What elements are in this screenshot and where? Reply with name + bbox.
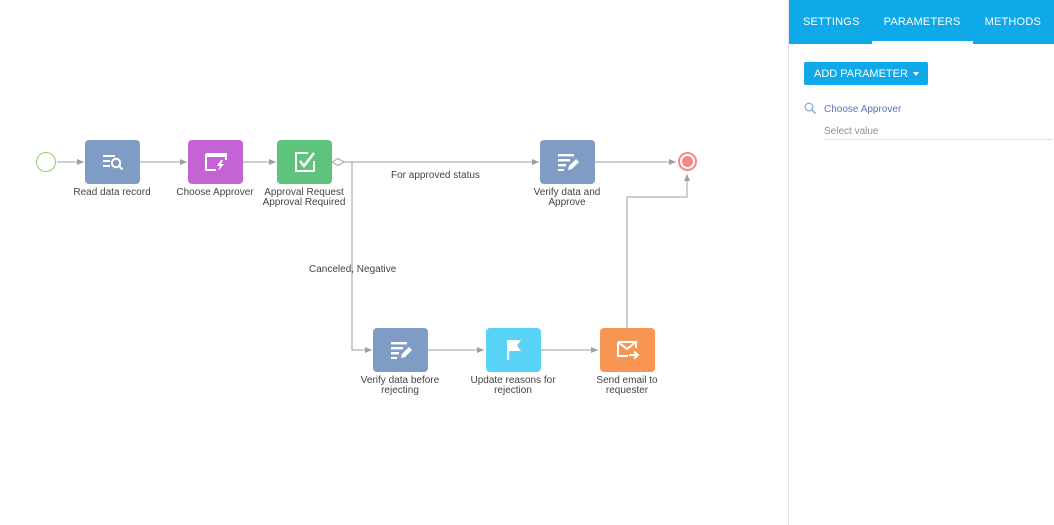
edit-page-icon [389, 340, 413, 360]
node-verify-reject[interactable] [373, 328, 428, 372]
edit-page-icon [556, 152, 580, 172]
parameter-name-choose-approver[interactable]: Choose Approver [824, 104, 902, 115]
flow-label-rejected[interactable]: Canceled, Negative [309, 264, 397, 275]
caption-line: rejecting [381, 385, 419, 396]
end-event[interactable] [678, 152, 697, 171]
parameter-value-input[interactable] [824, 124, 1054, 140]
node-verify-approve[interactable] [540, 140, 595, 184]
caption-read-data: Read data record [57, 188, 167, 198]
caption-line: Approval Required [262, 197, 346, 208]
node-read-data[interactable] [85, 140, 140, 184]
approval-check-icon [294, 151, 316, 173]
flow-send-to-end [626, 174, 690, 328]
caption-line: Verify data before [360, 375, 440, 386]
flag-icon [504, 338, 524, 362]
caption-line: Read data record [73, 187, 151, 198]
caption-update-reasons: Update reasons for rejection [458, 376, 568, 396]
caption-send-email: Send email to requester [572, 376, 682, 396]
caption-line: Approval Request [264, 187, 344, 198]
caption-line: Send email to [596, 375, 658, 386]
end-event-dot [682, 156, 693, 167]
flow-approval-to-verify-reject [351, 162, 372, 353]
caption-line: Update reasons for [470, 375, 556, 386]
caption-approval-request: Approval Request Approval Required [249, 188, 359, 208]
caption-verify-approve: Verify data and Approve [512, 188, 622, 208]
flow-label-approved[interactable]: For approved status [391, 170, 480, 181]
email-send-icon [616, 339, 640, 361]
caption-line: rejection [494, 385, 532, 396]
conditional-flow-diamond [331, 157, 345, 167]
node-send-email[interactable] [600, 328, 655, 372]
tab-methods[interactable]: METHODS [984, 16, 1041, 28]
panel-tabs: SETTINGS PARAMETERS METHODS [789, 0, 1054, 44]
caption-line: requester [605, 385, 649, 396]
caption-choose-approver: Choose Approver [160, 188, 270, 198]
process-designer-canvas[interactable]: Read data record Choose Approver Approva… [0, 0, 788, 525]
caption-line: Choose Approver [176, 187, 254, 198]
tab-settings[interactable]: SETTINGS [803, 16, 860, 28]
start-event[interactable] [36, 152, 56, 172]
add-parameter-label: ADD PARAMETER [814, 67, 908, 80]
caption-line: Verify data and [533, 187, 601, 198]
caption-verify-reject: Verify data before rejecting [345, 376, 455, 396]
script-lightning-icon [204, 152, 228, 172]
caption-line: Approve [548, 197, 586, 208]
add-parameter-button[interactable]: ADD PARAMETER [804, 62, 928, 85]
properties-panel: SETTINGS PARAMETERS METHODS ADD PARAMETE… [788, 0, 1054, 525]
sequence-flows [57, 157, 690, 353]
node-update-reasons[interactable] [486, 328, 541, 372]
node-choose-approver[interactable] [188, 140, 243, 184]
search-icon[interactable] [804, 102, 817, 120]
read-data-icon [102, 153, 124, 171]
chevron-down-icon [912, 71, 919, 76]
tab-parameters[interactable]: PARAMETERS [871, 0, 973, 44]
node-approval-request[interactable] [277, 140, 332, 184]
